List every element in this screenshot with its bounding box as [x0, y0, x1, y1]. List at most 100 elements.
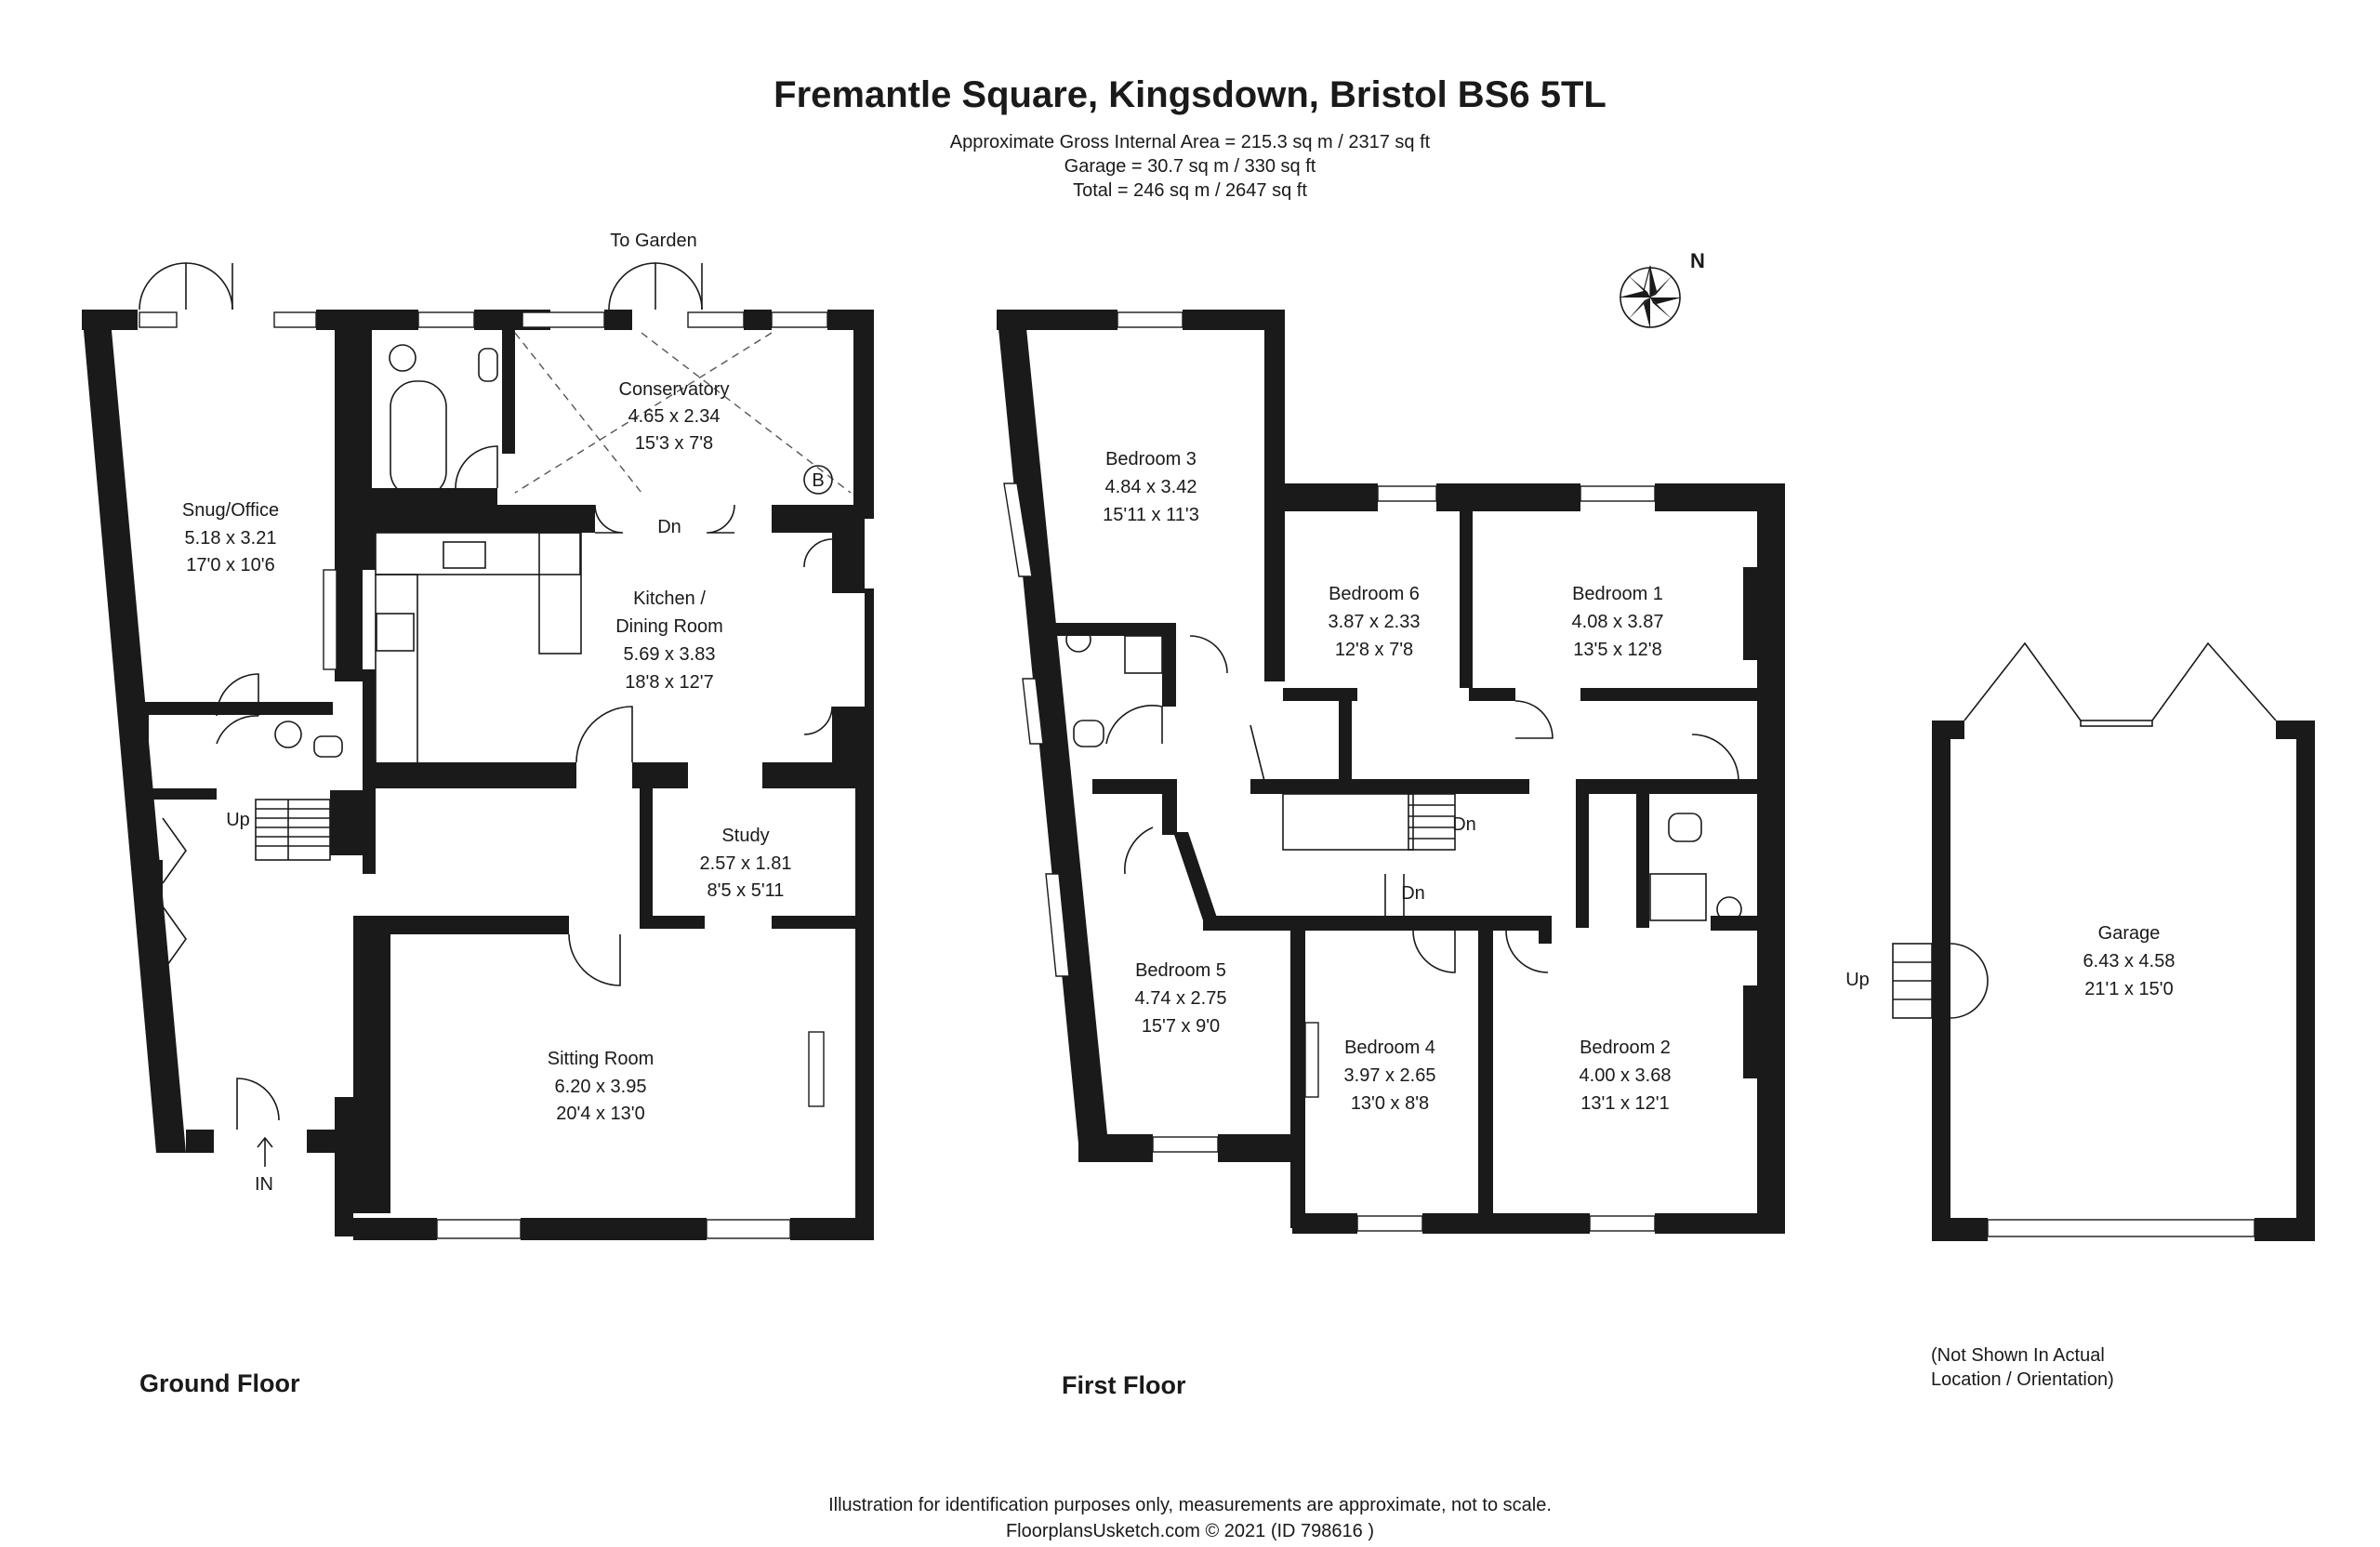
garage-note: (Not Shown In Actual Location / Orientat… — [1931, 1343, 2114, 1392]
garage-side-wall-a — [1937, 920, 1950, 967]
garage-rear-window — [1987, 1219, 2255, 1237]
stairs-up-label: Up — [226, 810, 250, 830]
sitting-north-wall-a — [353, 916, 569, 934]
porch-east-wall — [335, 1097, 353, 1236]
ground-floor-label: Ground Floor — [139, 1369, 300, 1397]
room-name: Kitchen / — [633, 588, 706, 609]
ff-bed1-window — [1580, 485, 1656, 502]
gross-area-text: Approximate Gross Internal Area = 215.3 … — [949, 132, 1431, 152]
ff-bed6-door — [1250, 724, 1265, 782]
room-imperial: 20'4 x 13'0 — [556, 1104, 645, 1124]
kitchen-south-wall-b — [632, 762, 688, 788]
cupboard-door-1 — [162, 817, 187, 884]
hall-divider-a — [138, 788, 217, 800]
ff-stairs — [1282, 793, 1456, 916]
room-conservatory: Conservatory 4.65 x 2.34 15'3 x 7'8 — [619, 379, 730, 454]
room-metric: 5.69 x 3.83 — [624, 644, 716, 665]
hall-door-snug — [216, 673, 259, 717]
snug-french-door-left — [139, 262, 187, 311]
room-bed4: Bedroom 4 3.97 x 2.65 13'0 x 8'8 — [1344, 1038, 1436, 1114]
conservatory-east-wall — [853, 310, 874, 519]
ff-bed3-side-window — [1003, 483, 1033, 577]
ff-basin — [1065, 627, 1091, 653]
kitchen-west-wall-a — [363, 505, 376, 570]
room-imperial: 8'5 x 5'11 — [707, 880, 785, 901]
ff-landing-south-b — [1478, 916, 1543, 931]
ff-bed4-side-window — [1304, 1022, 1319, 1098]
ff-bed5-door — [1124, 826, 1154, 875]
room-metric: 4.74 x 2.75 — [1135, 988, 1227, 1009]
sitting-window-2 — [706, 1219, 791, 1239]
conservatory-door-left — [608, 262, 656, 311]
room-metric: 2.57 x 1.81 — [700, 853, 792, 874]
ff-ensuite-door — [1691, 734, 1739, 782]
ff-bed6-bed1-wall — [1460, 511, 1473, 688]
ff-bed3-north-b — [1183, 310, 1285, 330]
conservatory-window-2 — [687, 311, 745, 328]
hall-wall-a — [363, 772, 376, 874]
ff-bed1-south — [1580, 688, 1757, 701]
ff-shower-tray — [1124, 635, 1163, 674]
sitting-south-wall-b — [521, 1218, 707, 1240]
room-imperial: 21'1 x 15'0 — [2084, 979, 2174, 999]
first-floor-label: First Floor — [1062, 1371, 1186, 1399]
ff-ensuite-toilet — [1668, 813, 1702, 842]
snug-side-window — [323, 569, 337, 670]
room-study: Study 2.57 x 1.81 8'5 x 5'11 — [700, 826, 792, 901]
garage-door-left — [1964, 641, 2082, 721]
porch-pillar-left — [186, 1130, 214, 1153]
study-west-wall — [640, 788, 653, 928]
basin — [389, 344, 416, 372]
to-garden-label: To Garden — [610, 231, 696, 251]
kitchen-east-door-b — [803, 706, 833, 735]
room-metric: 3.97 x 2.65 — [1344, 1065, 1436, 1086]
ff-cupboard-wall — [1339, 688, 1352, 781]
room-imperial: 13'5 x 12'8 — [1573, 640, 1662, 660]
boiler-symbol — [803, 465, 833, 495]
toilet — [478, 348, 498, 382]
conservatory-dash-2 — [514, 332, 773, 494]
ground-floor-plan — [82, 262, 874, 1240]
room-name: Bedroom 4 — [1344, 1038, 1435, 1058]
room-name: Bedroom 1 — [1572, 584, 1663, 604]
conservatory-dash-3 — [641, 332, 852, 494]
snug-window-2 — [273, 311, 317, 328]
garage-side-wall-b — [2296, 920, 2309, 967]
snug-south-wall — [138, 702, 333, 715]
hall-cupboard-wall — [144, 860, 163, 990]
room-metric: 4.00 x 3.68 — [1580, 1065, 1672, 1086]
conservatory-dash-1 — [514, 332, 642, 494]
ff-bed3-north-a — [997, 310, 1117, 330]
room-bed3: Bedroom 3 4.84 x 3.42 15'11 x 11'3 — [1103, 449, 1199, 525]
garage-south-wall-b — [2254, 1218, 2315, 1241]
room-name: Bedroom 6 — [1329, 584, 1420, 604]
snug-west-wall — [82, 310, 186, 1153]
ff-landing-south-a — [1203, 916, 1482, 931]
room-imperial: 17'0 x 10'6 — [186, 555, 275, 575]
room-metric: 4.84 x 3.42 — [1105, 477, 1197, 497]
ff-landing-stub — [1539, 916, 1552, 944]
ff-ensuite-basin — [1716, 896, 1742, 922]
ff-bed3-window — [1117, 311, 1183, 328]
room-bed5: Bedroom 5 4.74 x 2.75 15'7 x 9'0 — [1135, 960, 1227, 1037]
room-imperial: 15'11 x 11'3 — [1103, 505, 1199, 525]
ff-toilet — [1073, 720, 1104, 747]
ff-bed1-north-a — [1469, 483, 1580, 511]
ff-shower-door — [1105, 705, 1163, 745]
ff-stairs-dn-label-1: Dn — [1452, 814, 1476, 835]
ff-shower-north — [1046, 623, 1176, 636]
room-imperial: 15'7 x 9'0 — [1142, 1016, 1220, 1037]
room-snug: Snug/Office 5.18 x 3.21 17'0 x 10'6 — [182, 500, 279, 575]
ff-bed2-window — [1589, 1215, 1656, 1232]
stairs-down-label: Dn — [657, 517, 681, 537]
front-door — [236, 1078, 280, 1130]
room-name: Sitting Room — [548, 1049, 654, 1069]
room-bed1: Bedroom 1 4.08 x 3.87 13'5 x 12'8 — [1572, 584, 1664, 660]
sitting-room-door — [568, 933, 621, 986]
compass-north-label: N — [1690, 249, 1705, 272]
garage-steps — [1892, 943, 1989, 1019]
bathroom-window — [417, 311, 475, 328]
room-metric: 3.87 x 2.33 — [1329, 612, 1421, 632]
ff-bed3-east — [1264, 310, 1285, 681]
ff-bed4-window — [1356, 1215, 1423, 1232]
